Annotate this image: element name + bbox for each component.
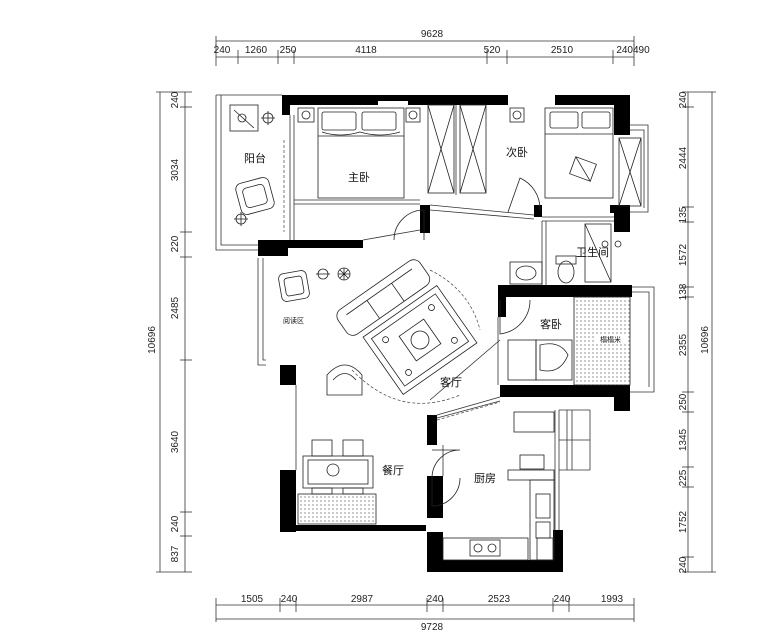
master-bedroom-label: 主卧 <box>348 171 370 184</box>
top-dimension-segment: 240 <box>214 45 231 56</box>
dining-room-label: 餐厅 <box>382 463 404 477</box>
master-bed <box>297 107 421 199</box>
right-dimension-segment: 1752 <box>678 510 689 533</box>
right-dimension-segment: 2355 <box>678 333 689 356</box>
top-dimension-segment: 520 <box>484 45 501 56</box>
left-dimension-segment: 2485 <box>170 296 181 319</box>
right-dimension-segment: 135 <box>678 206 689 223</box>
right-windows <box>559 409 591 471</box>
top-total-dimension: 9628 <box>421 29 444 40</box>
left-total-dimension: 10696 <box>147 326 158 354</box>
top-dimension-segment: 240490 <box>616 45 650 56</box>
right-dimension-segment: 2444 <box>678 146 689 169</box>
right-dimension-segment: 250 <box>678 393 689 410</box>
wardrobes <box>427 104 642 207</box>
balcony-label: 阳台 <box>244 151 266 165</box>
left-dimension-chain: 240 3034 220 2485 3640 240 837 10696 <box>147 91 192 573</box>
right-dimension-segment: 138 <box>678 283 689 300</box>
bathroom-fixtures <box>509 223 622 285</box>
guest-bedroom-label: 客卧 <box>540 317 562 331</box>
doors <box>393 177 541 507</box>
second-bed <box>509 107 614 199</box>
second-bedroom-label: 次卧 <box>506 145 528 159</box>
left-dimension-segment: 240 <box>170 91 181 108</box>
bottom-dimension-chain: 1505 240 2987 240 2523 240 1993 9728 <box>215 594 635 633</box>
bathroom-label: 卫生间 <box>576 245 609 259</box>
left-dimension-segment: 220 <box>170 235 181 252</box>
top-dimension-chain: 9628 240 1260 250 4118 520 2510 240490 <box>214 29 650 66</box>
right-dimension-segment: 240 <box>678 556 689 573</box>
right-dimension-segment: 225 <box>678 469 689 486</box>
balcony-furniture <box>229 104 285 232</box>
right-dimension-chain: 240 2444 135 1572 138 2355 250 1345 225 … <box>678 91 716 573</box>
bottom-dimension-segment: 240 <box>281 594 298 605</box>
top-dimension-segment: 1260 <box>245 45 268 56</box>
right-dimension-segment: 1345 <box>678 428 689 451</box>
reading-area-label: 阅读区 <box>283 316 304 325</box>
kitchen-label: 厨房 <box>474 472 496 485</box>
left-dimension-segment: 3640 <box>170 430 181 453</box>
bottom-dimension-segment: 2523 <box>488 594 511 605</box>
living-room-label: 客厅 <box>440 375 462 389</box>
structural-walls <box>258 95 632 572</box>
top-dimension-segment: 250 <box>280 45 297 56</box>
left-dimension-segment: 3034 <box>170 158 181 181</box>
right-dimension-segment: 240 <box>678 91 689 108</box>
interior-partitions <box>289 105 614 530</box>
guest-bedroom-fixtures <box>507 296 631 386</box>
thin-outlines <box>215 94 655 393</box>
right-total-dimension: 10696 <box>700 326 711 354</box>
bottom-dimension-segment: 1993 <box>601 594 624 605</box>
bottom-dimension-segment: 240 <box>554 594 571 605</box>
top-dimension-segment: 2510 <box>551 45 574 56</box>
room-labels: 阳台 主卧 次卧 卫生间 阅读区 客卧 榻榻米 客厅 餐厅 厨房 <box>244 145 621 485</box>
right-dimension-segment: 1572 <box>678 243 689 266</box>
bottom-dimension-segment: 2987 <box>351 594 374 605</box>
bottom-dimension-segment: 1505 <box>241 594 264 605</box>
bottom-total-dimension: 9728 <box>421 622 444 633</box>
kitchen-fixtures <box>436 401 555 561</box>
tatami-label: 榻榻米 <box>600 335 621 344</box>
left-dimension-segment: 837 <box>170 545 181 562</box>
living-room-furniture <box>326 259 481 404</box>
reading-area-furniture <box>278 267 351 302</box>
dining-furniture <box>297 439 377 525</box>
top-dimension-segment: 4118 <box>355 45 377 56</box>
left-dimension-segment: 240 <box>170 515 181 532</box>
bottom-dimension-segment: 240 <box>427 594 444 605</box>
